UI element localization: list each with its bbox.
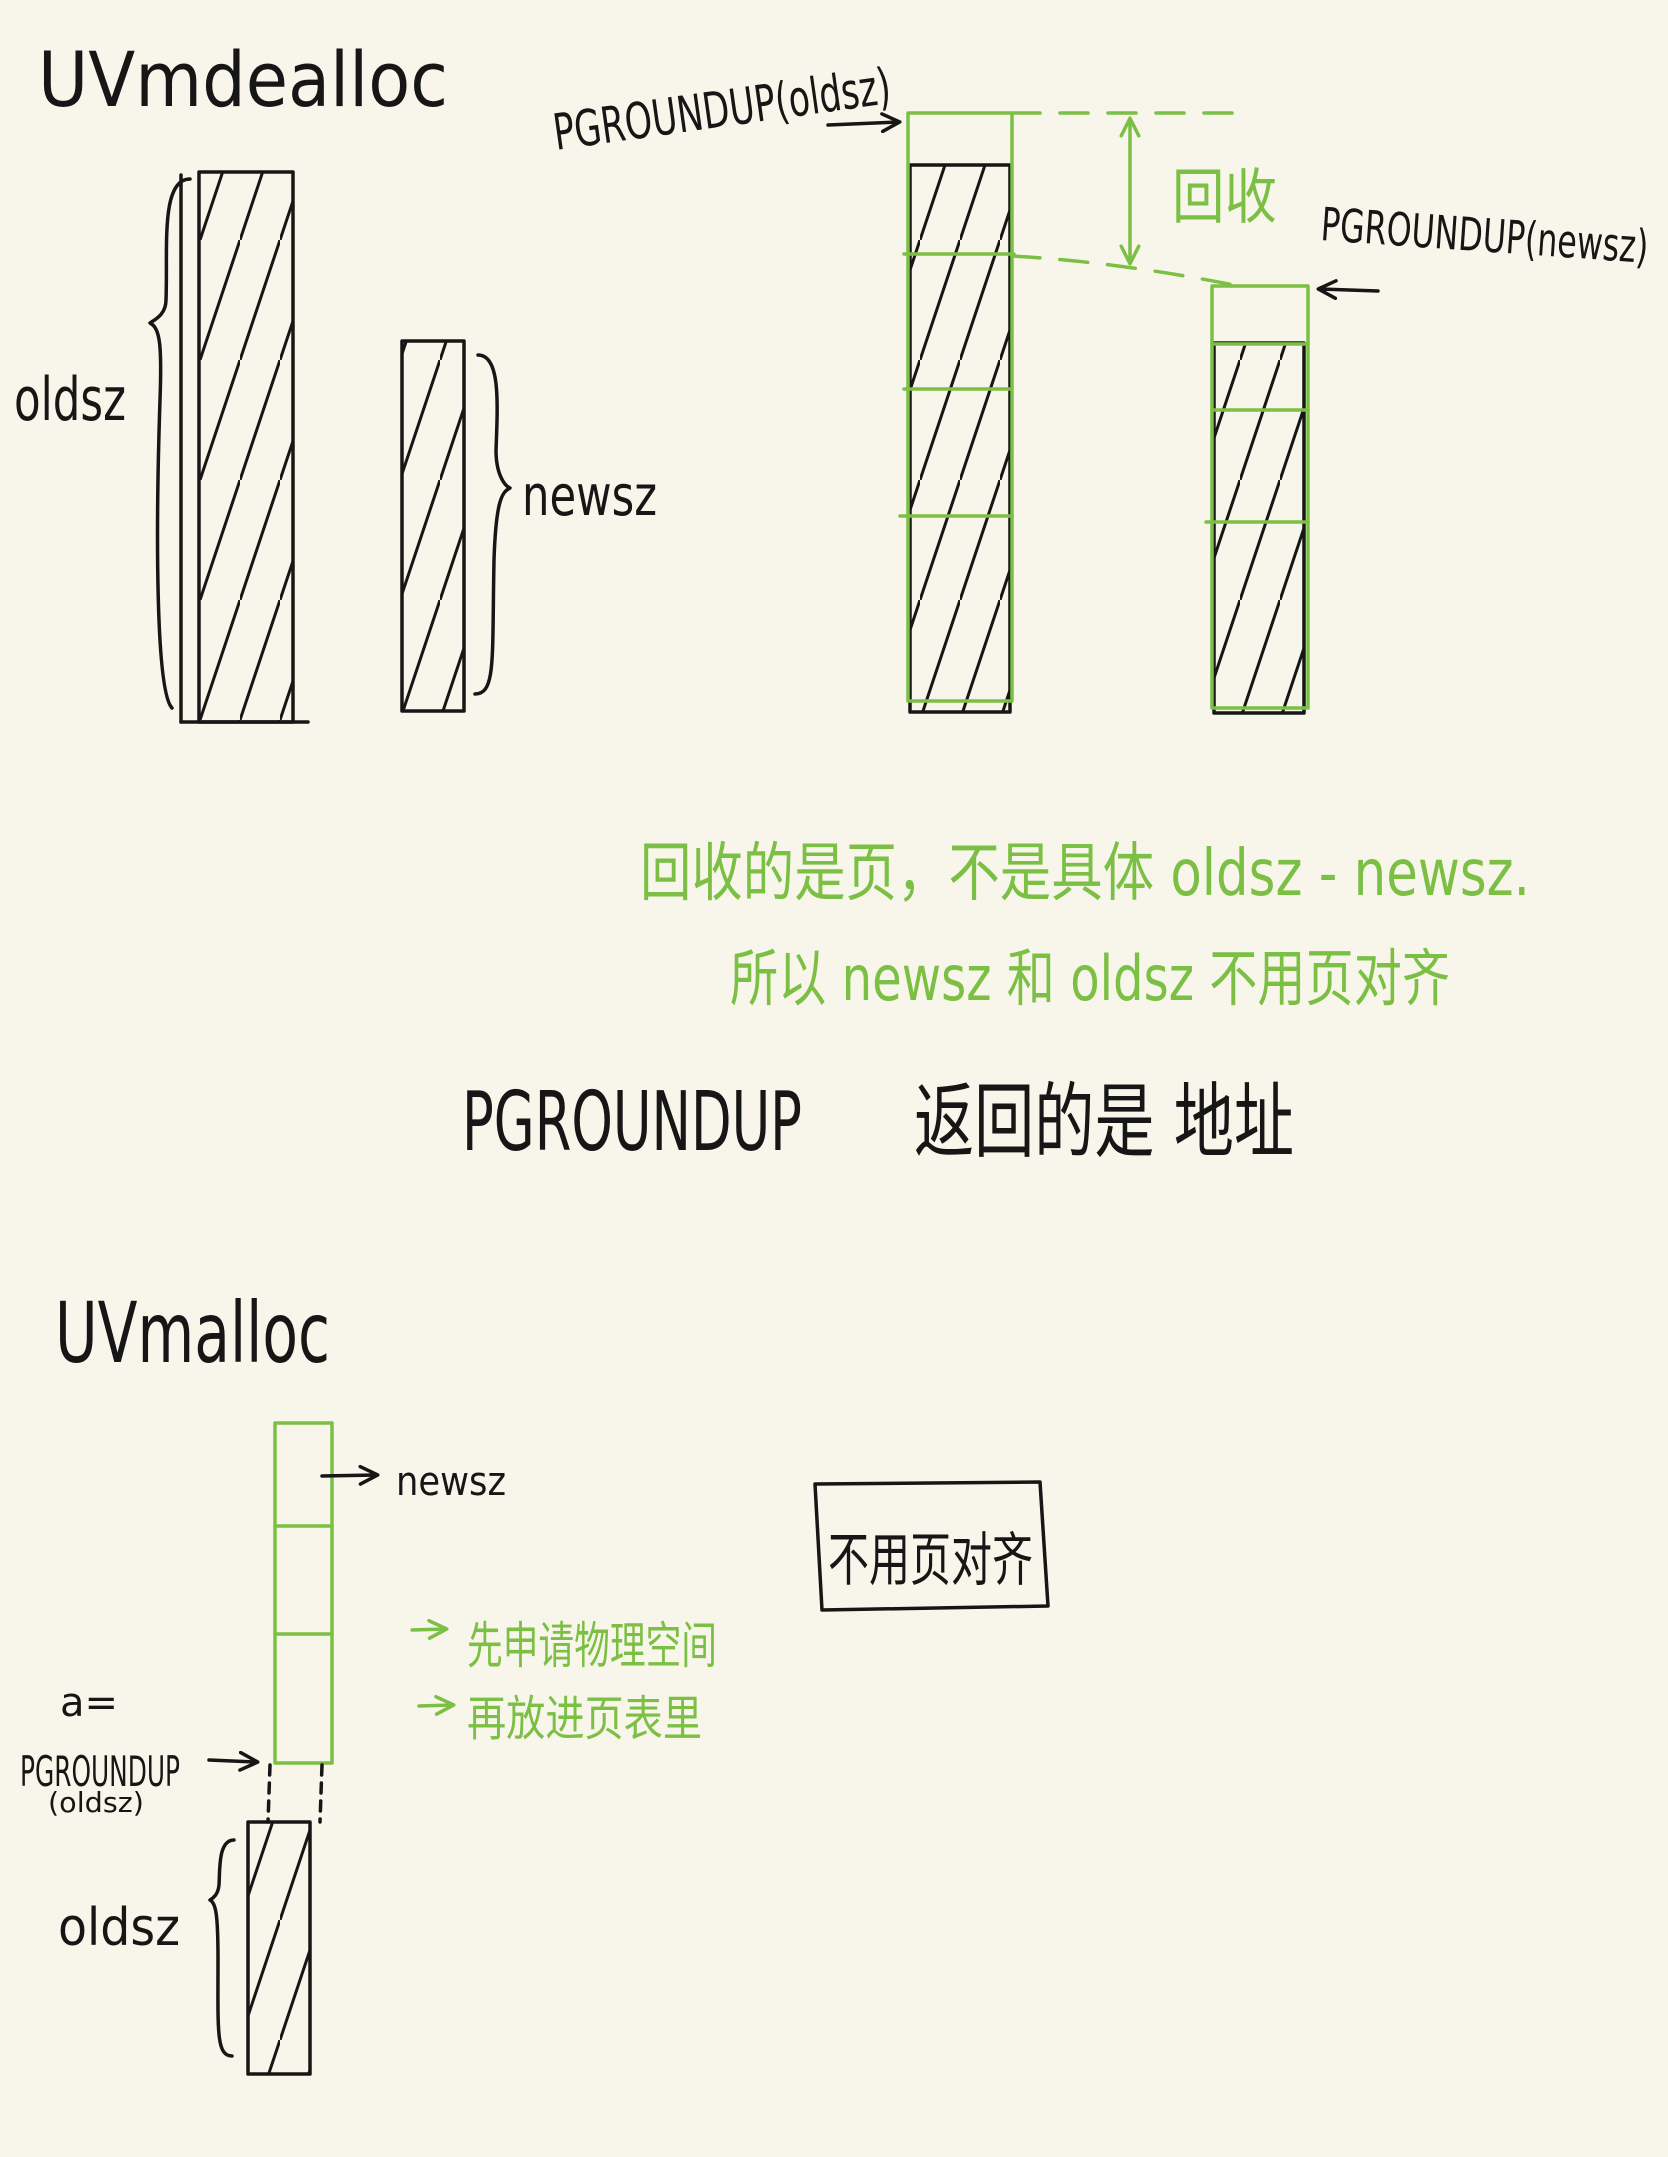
partial-page-gap [266,1763,324,1824]
new-pages-column [273,1421,334,1765]
newsz-memory-bar [400,339,466,713]
pgroundup-newsz-label: PGROUNDUP(newsz) [1319,197,1650,274]
reclaim-label: 回收 [1172,163,1277,233]
oldsz-label: oldsz [14,365,126,435]
page-frame [906,111,1014,703]
page-frame [1210,284,1310,710]
oldsz-brace [148,177,192,710]
page-aligned-oldsz-region [898,111,1016,714]
oldsz-label: oldsz [58,1898,180,1958]
note-line: 所以 newsz 和 oldsz 不用页对齐 [730,942,1450,1015]
oldsz-bar-body [197,170,295,724]
uvmdealloc-title: UVmdealloc [38,35,448,124]
oldsz-aligned-bar [908,163,1012,714]
newsz-label: newsz [396,1459,506,1505]
arrow-right-icon [826,112,902,134]
arrow-left-icon [1316,279,1380,301]
newsz-brace [473,353,512,696]
step-item: 再放进页表里 [467,1691,702,1747]
a-label: a= [60,1680,118,1726]
newsz-aligned-bar [1212,341,1306,715]
oldsz-bar [246,1820,312,2076]
newsz-label: newsz [522,464,657,529]
arrow-right-icon [320,1464,380,1486]
uvmdealloc-section: UVmdealloc oldsz newsz PGROUNDUP(oldsz) [14,35,1650,1170]
gap-edge [266,1763,272,1824]
note-box [813,1480,1050,1612]
reclaim-bottom-guide [1010,254,1246,289]
page-frame [273,1421,334,1765]
pgroundup-oldsz-label: PGROUNDUP(oldsz) [550,57,895,162]
oldsz-brace [208,1838,236,2058]
step-item: 先申请物理空间 [467,1617,717,1675]
uvmalloc-section: UVmalloc oldsz newsz a= PGROUNDUP (oldsz… [20,1284,1050,2076]
pgroundup-returns-note: 返回的是 地址 [914,1075,1294,1170]
uvmalloc-title: UVmalloc [55,1284,330,1382]
pgroundup-term: PGROUNDUP [462,1075,802,1170]
oldsz-memory-bar [179,170,310,724]
gap-edge [318,1763,324,1824]
note-line: 回收的是页，不是具体 oldsz - newsz. [640,837,1530,911]
pgroundup-arg: (oldsz) [48,1786,144,1819]
boxed-note: 不用页对齐 [828,1526,1033,1594]
newsz-bar-body [400,339,466,713]
pgroundup-label: PGROUNDUP [20,1747,180,1796]
page-aligned-newsz-region [1204,284,1310,715]
arrow-right-icon [417,1694,456,1716]
arrow-right-icon [207,1750,260,1772]
arrow-right-icon [410,1618,449,1640]
